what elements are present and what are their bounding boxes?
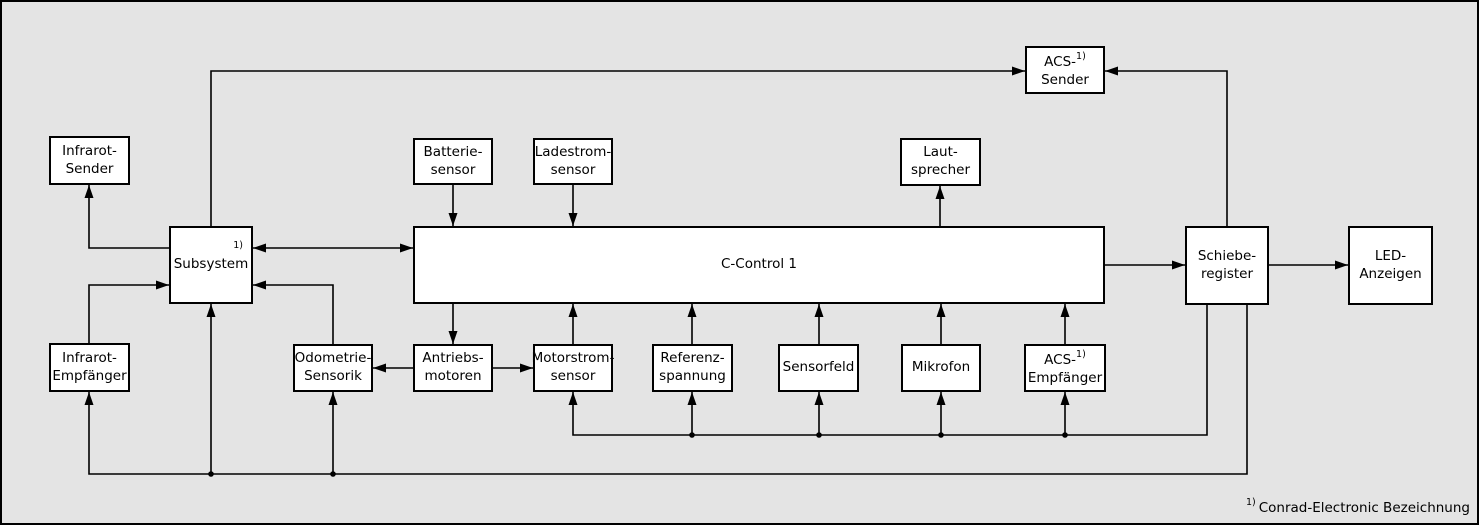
node-label: Motorstrom- — [531, 350, 615, 367]
node-batterie-sensor: Batterie- sensor — [413, 138, 493, 185]
node-label: Ladestrom- — [534, 143, 612, 160]
node-label: ACS- — [1044, 351, 1077, 368]
node-label: register — [1200, 265, 1254, 282]
node-label: ACS- — [1044, 53, 1077, 70]
node-label: Laut- — [923, 144, 958, 161]
node-acs-empfaenger: ACS-1) Empfänger — [1024, 344, 1106, 392]
node-label: Infrarot- — [62, 142, 117, 159]
node-label: motoren — [424, 368, 482, 384]
wire-subsystem-to-infrarot-sender — [84, 185, 169, 249]
node-label: LED- — [1374, 247, 1407, 264]
junction-dots — [208, 432, 1068, 477]
node-acs-sender: ACS-1) Sender — [1025, 46, 1105, 94]
node-infrarot-sender: Infrarot- Sender — [49, 136, 130, 185]
node-c-control-1: C-Control 1 — [413, 226, 1105, 304]
node-label: Anzeigen — [1359, 265, 1422, 282]
node-odometrie-sensorik: Odometrie- Sensorik — [293, 344, 373, 392]
wire-bus2 — [84, 305, 1248, 475]
node-subsystem: 1) Subsystem — [169, 226, 253, 304]
footnote-marker: 1) — [1245, 497, 1256, 508]
node-label: Infrarot- — [62, 349, 117, 366]
node-label: Odometrie- — [294, 350, 372, 367]
node-lautsprecher: Laut- sprecher — [900, 138, 981, 186]
node-label: Schiebe- — [1197, 247, 1257, 264]
node-led-anzeigen: LED- Anzeigen — [1348, 226, 1433, 305]
node-label: C-Control 1 — [721, 256, 797, 273]
node-label: Batterie- — [423, 143, 483, 160]
node-label: sensor — [550, 368, 596, 384]
node-motorstrom-sensor: Motorstrom- sensor — [531, 344, 615, 392]
wire-subsystem-to-acs-sender — [210, 66, 1025, 226]
node-ladestrom-sensor: Ladestrom- sensor — [533, 138, 613, 185]
footnote-marker: 1) — [233, 240, 243, 251]
wire-schieberegister-to-acs-sender — [1105, 66, 1228, 226]
node-label: Sender — [65, 160, 114, 177]
footnote-marker: 1) — [1076, 348, 1086, 360]
node-label: Subsystem — [173, 256, 249, 273]
node-antriebsmotoren: Antriebs- motoren — [413, 344, 493, 392]
node-label: Sensorik — [304, 368, 362, 384]
footnote: 1)Conrad-Electronic Bezeichnung — [1246, 497, 1470, 516]
node-referenzspannung: Referenz- spannung — [652, 344, 733, 392]
node-label: Antriebs- — [422, 350, 484, 367]
node-label: Mikrofon — [911, 359, 971, 376]
node-label: spannung — [659, 368, 726, 384]
node-label: Sensorfeld — [782, 359, 855, 376]
node-sensorfeld: Sensorfeld — [778, 344, 859, 392]
node-label: sensor — [430, 161, 476, 178]
node-label: Empfänger — [1027, 369, 1103, 386]
node-schieberegister: Schiebe- register — [1185, 226, 1269, 305]
wire-infrarot-empfaenger-to-subsystem — [88, 280, 169, 343]
footnote-text: Conrad-Electronic Bezeichnung — [1258, 500, 1470, 516]
node-label: Empfänger — [52, 367, 127, 384]
node-infrarot-empfaenger: Infrarot- Empfänger — [49, 343, 130, 392]
node-label: Referenz- — [660, 350, 725, 367]
node-label: Sender — [1041, 71, 1089, 88]
wire-odometrie-to-subsystem — [253, 280, 334, 344]
node-label: sprecher — [911, 162, 970, 178]
node-mikrofon: Mikrofon — [901, 344, 981, 392]
node-label: sensor — [550, 161, 596, 178]
footnote-marker: 1) — [1076, 50, 1086, 62]
wire-bus1 — [568, 305, 1208, 436]
